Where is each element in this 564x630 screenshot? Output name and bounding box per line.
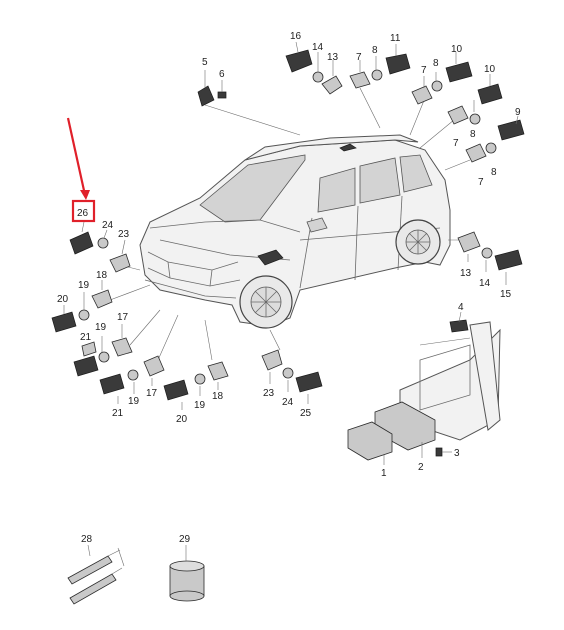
callout-10: 10 (484, 64, 496, 75)
part-11-bracket (385, 53, 411, 75)
part-19-ring (78, 309, 90, 321)
callout-13: 13 (327, 52, 339, 63)
callout-14: 14 (479, 278, 491, 289)
callout-21: 21 (80, 332, 92, 343)
part-14-ring (312, 71, 324, 83)
part-21-bracket (73, 355, 99, 377)
callout-24: 24 (102, 220, 114, 231)
part-20-bracket-b (163, 379, 189, 401)
part-15-bracket (494, 249, 523, 271)
callout-28: 28 (81, 534, 93, 545)
part-21-sensor (81, 341, 97, 357)
part-19-ring-b (98, 351, 110, 363)
callout-20: 20 (57, 294, 69, 305)
part-10-bracket-b (477, 83, 503, 105)
callout-10: 10 (451, 44, 463, 55)
part-19-ring-d (194, 373, 206, 385)
part-7-sensor-d (465, 143, 487, 163)
callout-14: 14 (312, 42, 324, 53)
callout-8: 8 (433, 58, 439, 69)
part-8-ring-c (469, 113, 481, 125)
highlight-annotation (66, 117, 96, 223)
part-25-bracket (295, 371, 323, 393)
callout-18: 18 (212, 391, 224, 402)
part-18-sensor-b (207, 361, 229, 381)
callout-13: 13 (460, 268, 472, 279)
callout-15: 15 (500, 289, 512, 300)
part-17-sensor (111, 337, 133, 357)
callout-7: 7 (356, 52, 362, 63)
callout-29: 29 (179, 534, 191, 545)
callout-11: 11 (390, 33, 401, 44)
part-23-sensor-b (261, 349, 283, 371)
left-parts (51, 221, 323, 410)
part-5-sensor (197, 85, 215, 107)
part-26-bracket (69, 231, 94, 255)
callout-16: 16 (290, 31, 302, 42)
part-3-screw (435, 447, 443, 457)
callout-19: 19 (78, 280, 90, 291)
arrow-head (80, 190, 90, 200)
part-4-clip (449, 319, 469, 333)
callout-17: 17 (117, 312, 129, 323)
callout-19: 19 (128, 396, 140, 407)
part-24-ring (97, 237, 109, 249)
part-7-sensor (349, 71, 371, 89)
callout-8: 8 (470, 129, 476, 140)
callout-20: 20 (176, 414, 188, 425)
part-7-sensor-b (411, 85, 433, 105)
callout-21: 21 (112, 408, 124, 419)
part-13-sensor (321, 75, 343, 95)
callout-4: 4 (458, 302, 464, 313)
part-17-sensor-b (143, 355, 165, 377)
callout-7: 7 (453, 138, 459, 149)
part-9-bracket (497, 119, 525, 141)
part-20-bracket (51, 311, 77, 333)
right-mid-parts (457, 231, 523, 285)
callout-26: 26 (77, 208, 89, 219)
part-21-bracket-b (99, 373, 125, 395)
part-13-sensor-b (457, 231, 481, 253)
part-6-clip (217, 91, 227, 99)
callout-7: 7 (421, 65, 427, 76)
part-18-sensor (91, 289, 113, 309)
part-7-sensor-c (447, 105, 469, 125)
part-8-ring-d (485, 142, 497, 154)
callout-25: 25 (300, 408, 312, 419)
callout-24: 24 (282, 397, 294, 408)
part-8-ring (371, 69, 383, 81)
callout-23: 23 (263, 388, 275, 399)
callout-3: 3 (454, 448, 460, 459)
part-28-tool (67, 555, 113, 585)
highlight-box (71, 199, 96, 223)
callout-17: 17 (146, 388, 158, 399)
top-parts-group (197, 41, 525, 163)
part-23-sensor (109, 253, 131, 273)
callout-2: 2 (418, 462, 424, 473)
callout-labels: 16 14 13 8 11 5 6 7 7 8 10 10 7 8 9 7 8 … (57, 31, 521, 545)
callout-5: 5 (202, 57, 208, 68)
control-units (347, 311, 501, 465)
callout-18: 18 (96, 270, 108, 281)
callout-19: 19 (194, 400, 206, 411)
part-10-bracket-a (445, 61, 473, 83)
part-14-ring-b (481, 247, 493, 259)
callout-1: 1 (381, 468, 387, 479)
part-8-ring-b (431, 80, 443, 92)
vehicle-illustration (139, 134, 451, 329)
bottom-parts (67, 544, 205, 605)
callout-23: 23 (118, 229, 130, 240)
part-16-bracket (285, 49, 313, 73)
highlight-arrow (66, 117, 87, 196)
callout-6: 6 (219, 69, 225, 80)
callout-9: 9 (515, 107, 521, 118)
callout-8: 8 (372, 45, 378, 56)
part-24-ring-b (282, 367, 294, 379)
part-19-ring-c (127, 369, 139, 381)
callout-19: 19 (95, 322, 107, 333)
callout-7: 7 (478, 177, 484, 188)
part-1-module (347, 421, 393, 461)
callout-8: 8 (491, 167, 497, 178)
